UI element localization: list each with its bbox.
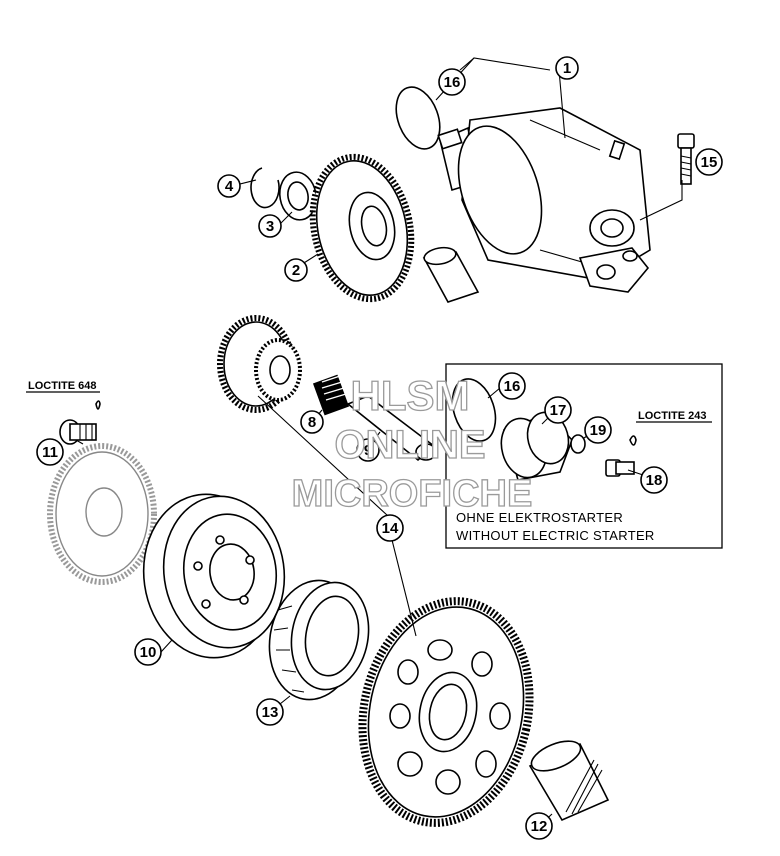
bushing[interactable] — [422, 245, 480, 303]
callout-8[interactable]: 8 — [300, 410, 324, 434]
svg-text:14: 14 — [382, 520, 399, 537]
circlip-4[interactable] — [250, 167, 280, 209]
freewheel-13[interactable] — [260, 573, 377, 706]
watermark-line3: MICROFICHE — [292, 473, 533, 515]
callout-16-box[interactable]: 16 — [498, 372, 526, 400]
callout-18[interactable]: 18 — [640, 466, 668, 494]
svg-text:3: 3 — [266, 218, 274, 235]
callout-15[interactable]: 15 — [695, 148, 723, 176]
callout-16-top[interactable]: 16 — [438, 68, 466, 96]
bolt-15[interactable] — [677, 133, 695, 185]
svg-text:17: 17 — [550, 402, 567, 419]
intermediate-gear[interactable] — [217, 315, 302, 413]
callout-12[interactable]: 12 — [525, 812, 553, 840]
callout-1[interactable]: 1 — [555, 56, 579, 80]
cover-17[interactable] — [495, 408, 574, 483]
starter-motor[interactable] — [388, 81, 651, 293]
callout-9[interactable]: 9 — [356, 438, 380, 462]
svg-text:19: 19 — [590, 422, 607, 439]
box-label-en: WITHOUT ELECTRIC STARTER — [456, 528, 655, 543]
needle-bearing-8[interactable] — [312, 374, 350, 416]
callout-2[interactable]: 2 — [284, 258, 308, 282]
loctite-243-label: LOCTITE 243 — [638, 410, 706, 422]
ghost-gear — [47, 443, 157, 585]
o-ring-16-top — [395, 86, 441, 150]
svg-text:16: 16 — [504, 378, 521, 395]
starter-gear-14[interactable] — [343, 585, 550, 838]
svg-text:10: 10 — [140, 644, 157, 661]
callout-11[interactable]: 11 — [36, 438, 64, 466]
o-ring-16-box — [451, 378, 497, 442]
without-electric-starter-box — [445, 363, 723, 549]
loctite-648-drop — [95, 400, 101, 410]
watermark-line1: HLSM — [351, 372, 470, 419]
callout-19[interactable]: 19 — [584, 416, 612, 444]
svg-text:12: 12 — [531, 818, 548, 835]
flywheel-10[interactable] — [133, 486, 294, 667]
svg-text:1: 1 — [563, 60, 571, 77]
callout-14[interactable]: 14 — [376, 514, 404, 542]
svg-text:8: 8 — [308, 414, 316, 431]
washer-19[interactable] — [570, 434, 586, 454]
plug-11[interactable] — [59, 419, 97, 445]
shaft-9[interactable] — [346, 395, 437, 462]
svg-text:18: 18 — [646, 472, 663, 489]
box-label-de: OHNE ELEKTROSTARTER — [456, 510, 623, 525]
svg-text:2: 2 — [292, 262, 300, 279]
needle-bearing-12[interactable] — [527, 735, 610, 822]
svg-text:4: 4 — [225, 178, 234, 195]
svg-text:16: 16 — [444, 74, 461, 91]
loctite-243-drop — [629, 435, 637, 446]
watermark-line2: ONLINE — [334, 423, 485, 467]
loctite-648-label: LOCTITE 648 — [28, 380, 96, 392]
callout-3[interactable]: 3 — [258, 214, 282, 238]
callout-10[interactable]: 10 — [134, 638, 162, 666]
svg-text:15: 15 — [701, 154, 718, 171]
screw-18[interactable] — [605, 459, 635, 477]
svg-text:11: 11 — [42, 444, 58, 461]
svg-text:13: 13 — [262, 704, 279, 721]
callout-17[interactable]: 17 — [544, 396, 572, 424]
svg-text:9: 9 — [364, 442, 372, 459]
callout-4[interactable]: 4 — [217, 174, 241, 198]
callout-13[interactable]: 13 — [256, 698, 284, 726]
gear-2[interactable] — [300, 148, 424, 309]
